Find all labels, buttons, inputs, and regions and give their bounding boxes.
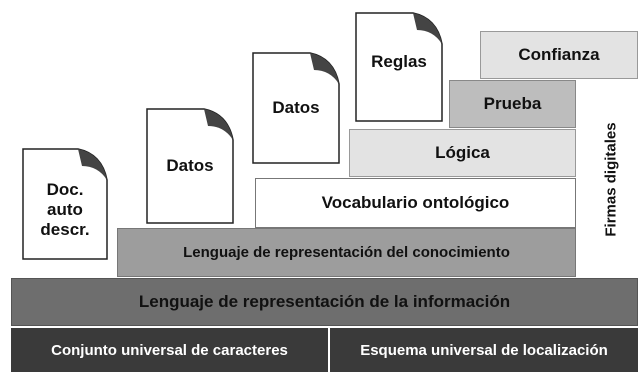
logica-layer: Lógica <box>349 129 576 177</box>
document-icon <box>22 148 108 260</box>
firmas-digitales-label-box: Firmas digitales <box>584 82 638 276</box>
firmas-digitales-label: Firmas digitales <box>602 121 620 237</box>
esquema-universal-localizacion-layer: Esquema universal de localización <box>330 328 638 372</box>
conjunto-universal-caracteres-layer: Conjunto universal de caracteres <box>11 328 328 372</box>
confianza-layer: Confianza <box>480 31 638 79</box>
reglas-document: Reglas <box>355 12 443 122</box>
document-icon <box>355 12 443 122</box>
document-icon <box>146 108 234 224</box>
doc-auto-descr-document: Doc. auto descr. <box>22 148 108 260</box>
prueba-layer: Prueba <box>449 80 576 128</box>
doc-auto-descr-label: Doc. auto descr. <box>40 180 90 239</box>
vocabulario-ontologico-layer: Vocabulario ontológico <box>255 178 576 228</box>
lenguaje-informacion-layer: Lenguaje de representación de la informa… <box>11 278 638 326</box>
datos-document-2: Datos <box>252 52 340 164</box>
datos-document-1: Datos <box>146 108 234 224</box>
document-icon <box>252 52 340 164</box>
lenguaje-conocimiento-layer: Lenguaje de representación del conocimie… <box>117 228 576 277</box>
datos-label-2: Datos <box>272 98 320 117</box>
datos-label-1: Datos <box>166 156 214 175</box>
reglas-label: Reglas <box>371 52 427 71</box>
